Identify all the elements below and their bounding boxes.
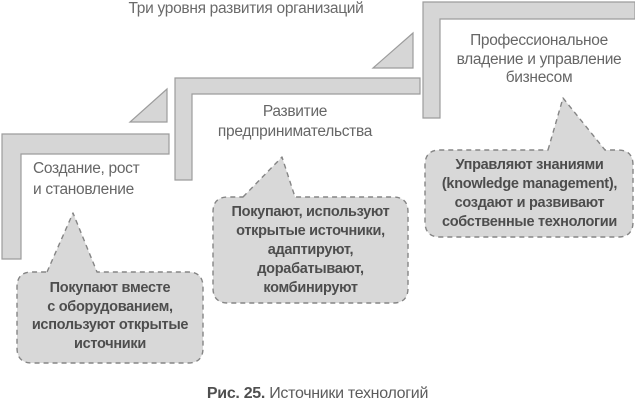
figure-caption: Рис. 25. Источники технологий xyxy=(0,385,635,403)
step-1-shape xyxy=(1,133,170,260)
level-3-label: Профессиональное владение и управление б… xyxy=(456,32,622,86)
level-1-label: Создание, рост и становление xyxy=(33,160,140,198)
speech-bubble-2-shape xyxy=(212,156,409,304)
speech-bubble-3-shape xyxy=(424,97,634,238)
speech-bubble-2-text: Покупают, используют открытые источники,… xyxy=(231,204,390,296)
step-3-shape xyxy=(422,1,635,119)
step-2-shape xyxy=(174,77,421,181)
ascent-triangle-1 xyxy=(128,87,168,123)
ascent-triangle-2 xyxy=(371,31,414,69)
figure-caption-number: Рис. 25. xyxy=(206,385,266,402)
figure-caption-text: Источники технологий xyxy=(265,385,429,402)
speech-bubble-1-shape xyxy=(16,212,204,364)
speech-bubble-1-text: Покупают вместе с оборудованием, использ… xyxy=(31,280,189,352)
speech-bubble-3-text: Управляют знаниями (knowledge management… xyxy=(441,157,618,230)
diagram-title: Три уровня развития организаций xyxy=(128,0,364,17)
level-2-label: Развитие предпринимательства xyxy=(217,103,373,140)
